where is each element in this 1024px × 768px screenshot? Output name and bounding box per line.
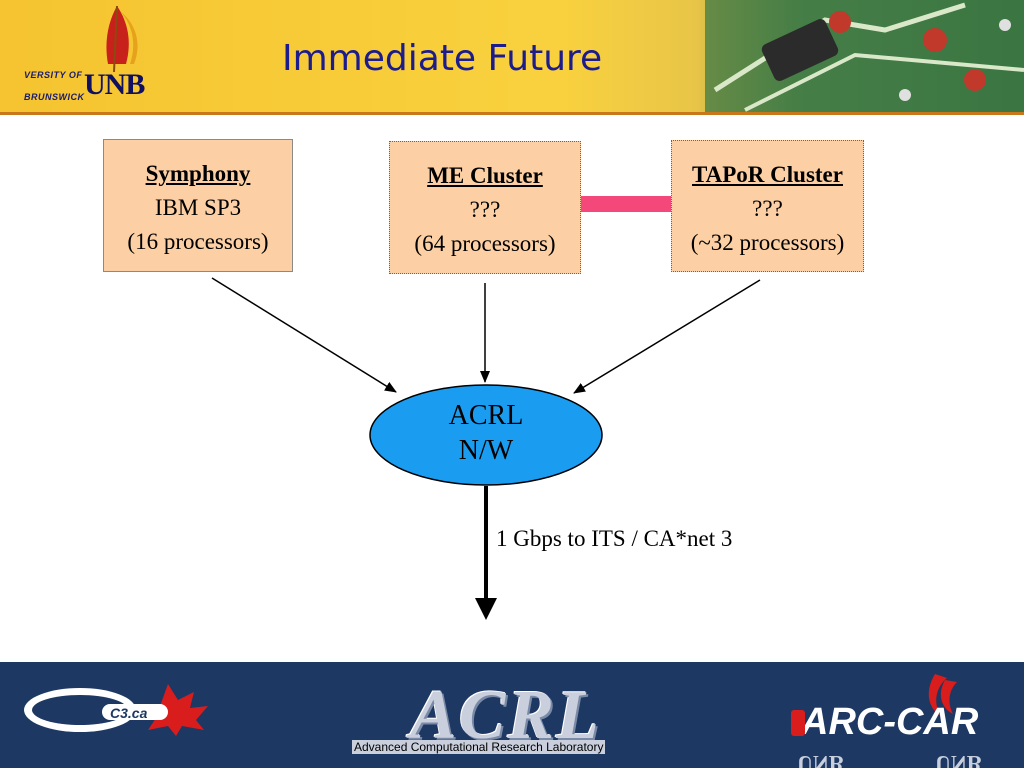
svg-text:UNB: UNB bbox=[935, 751, 982, 768]
unb-logo-sail-icon bbox=[106, 5, 138, 73]
node-me-cluster-line2: (64 processors) bbox=[414, 231, 556, 256]
circuit-board-image bbox=[705, 0, 1024, 112]
svg-text:UNB: UNB bbox=[797, 751, 844, 768]
node-tapor-cluster: TAPoR Cluster ??? (~32 processors) bbox=[671, 140, 864, 272]
node-tapor-cluster-name: TAPoR Cluster bbox=[692, 162, 843, 187]
node-me-cluster: ME Cluster ??? (64 processors) bbox=[389, 141, 581, 274]
acrl-footer-subtitle: Advanced Computational Research Laborato… bbox=[352, 740, 606, 754]
uplink-arrow-head bbox=[475, 598, 497, 620]
hub-label: ACRL N/W bbox=[370, 398, 602, 468]
header-divider bbox=[0, 112, 1024, 115]
c3ca-logo-text: C3.ca bbox=[110, 705, 148, 721]
node-tapor-cluster-line2: (~32 processors) bbox=[690, 230, 845, 255]
uplink-label: 1 Gbps to ITS / CA*net 3 bbox=[496, 526, 733, 551]
unb-logo-text-bottom: BRUNSWICK bbox=[24, 92, 85, 102]
node-symphony-line2: (16 processors) bbox=[127, 229, 269, 254]
header-banner: VERSITY OF BRUNSWICK UNB Immediate Futur… bbox=[0, 0, 1024, 112]
hub-label-line2: N/W bbox=[458, 435, 514, 466]
slide-title: Immediate Future bbox=[282, 38, 603, 79]
hub-label-line1: ACRL bbox=[448, 400, 524, 431]
unb-logo-text-top: VERSITY OF bbox=[24, 70, 83, 80]
node-symphony-line1: IBM SP3 bbox=[154, 195, 242, 220]
unb-logo-wordmark: UNB bbox=[84, 68, 145, 101]
arc-car-logo-text: ARC-CAR bbox=[800, 701, 979, 743]
node-symphony-name: Symphony bbox=[145, 161, 251, 186]
arrow-tapor-to-hub bbox=[573, 279, 761, 394]
node-me-cluster-name: ME Cluster bbox=[427, 163, 543, 188]
node-tapor-cluster-line1: ??? bbox=[752, 196, 783, 221]
arrow-symphony-to-hub bbox=[211, 277, 397, 393]
me-tapor-link-bar bbox=[581, 196, 671, 212]
node-me-cluster-line1: ??? bbox=[469, 197, 501, 222]
hub-ellipse bbox=[369, 384, 603, 486]
arc-car-logo: ARC-CAR UNB UNB bbox=[791, 674, 982, 768]
node-symphony: Symphony IBM SP3 (16 processors) bbox=[103, 139, 293, 272]
c3ca-logo: C3.ca bbox=[24, 684, 208, 736]
